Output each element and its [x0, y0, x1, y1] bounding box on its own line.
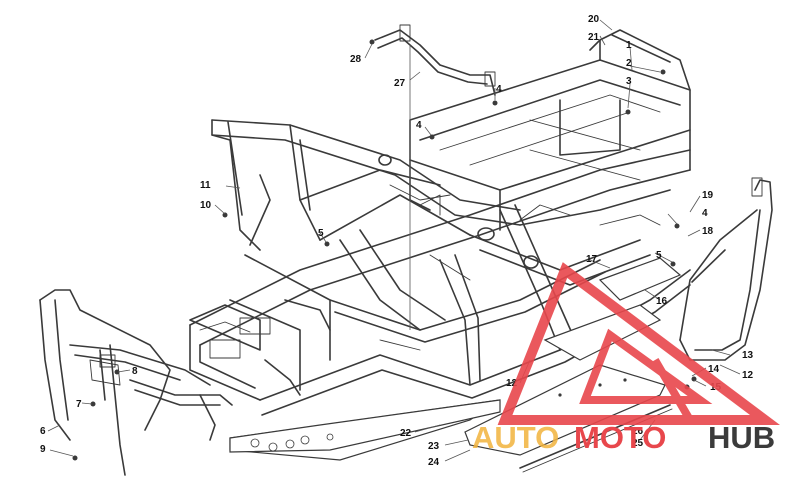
upper-brace — [374, 24, 496, 330]
callout-27: 27 — [394, 78, 406, 89]
watermark: AUTO MOTO HUB — [472, 262, 780, 455]
callout-12-b: 12 — [742, 370, 754, 381]
callout-3: 3 — [626, 76, 632, 87]
front-skid-plate — [229, 399, 501, 461]
callout-7: 7 — [76, 399, 82, 410]
callout-11: 11 — [200, 180, 211, 191]
callout-4-b: 4 — [416, 120, 422, 131]
callout-12-a: 12 — [506, 378, 518, 389]
watermark-text-moto: MOTO — [574, 420, 666, 455]
watermark-text: AUTO MOTO HUB — [472, 420, 775, 455]
callout-19: 19 — [702, 190, 714, 201]
callout-24: 24 — [428, 457, 440, 468]
callout-23: 23 — [428, 441, 440, 452]
callout-4-a: 4 — [496, 84, 502, 95]
rear-bumper-frame — [679, 177, 773, 361]
callout-10: 10 — [200, 200, 212, 211]
callout-8: 8 — [132, 366, 138, 377]
callout-5-a: 5 — [318, 228, 324, 239]
watermark-logo-triangle — [497, 262, 780, 425]
callout-25: 25 — [632, 438, 644, 449]
callout-18: 18 — [702, 226, 714, 237]
watermark-text-auto: AUTO — [472, 420, 559, 455]
callout-5-b: 5 — [656, 250, 662, 261]
callout-28: 28 — [350, 54, 362, 65]
callout-13: 13 — [742, 350, 754, 361]
callout-16: 16 — [656, 296, 668, 307]
leader-lines — [47, 19, 741, 462]
callout-4-c: 4 — [702, 208, 708, 219]
callout-6: 6 — [40, 426, 46, 437]
callout-20: 20 — [588, 14, 600, 25]
callout-14: 14 — [708, 364, 720, 375]
front-bumper-frame — [39, 289, 233, 476]
callout-1: 1 — [626, 40, 632, 51]
callout-21: 21 — [588, 32, 600, 43]
callout-2: 2 — [626, 58, 632, 69]
callout-labels: 1 2 3 4 4 4 5 5 6 7 8 9 10 11 12 12 13 1… — [40, 14, 754, 468]
callout-9: 9 — [40, 444, 46, 455]
main-frame — [189, 29, 691, 416]
callout-22: 22 — [400, 428, 412, 439]
callout-17: 17 — [586, 254, 598, 265]
watermark-text-hub: HUB — [708, 420, 775, 455]
callout-26: 26 — [632, 426, 644, 437]
